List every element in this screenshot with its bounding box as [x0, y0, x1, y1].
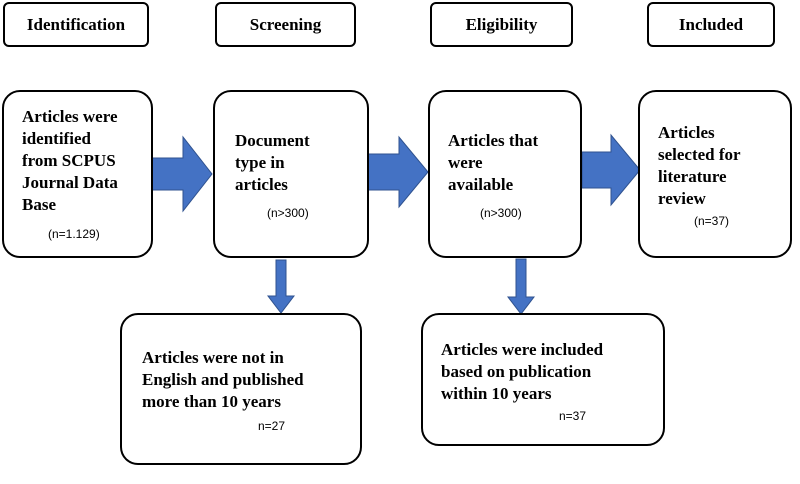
box-identified: Articles were identified from SCPUS Jour… [2, 90, 153, 258]
box-count: (n>300) [480, 206, 522, 220]
box-selected: Articles selected for literature review … [638, 90, 792, 258]
arrow-eligibility-to-included-publication [506, 258, 536, 315]
box-text: Articles were not in English and publish… [142, 348, 304, 411]
stage-included: Included [647, 2, 775, 47]
box-count: n=37 [559, 409, 587, 423]
stage-label: Identification [26, 14, 126, 34]
box-text: Articles selected for literature review [658, 123, 741, 208]
box-count: (n=1.129) [48, 227, 100, 241]
box-text: Document type in articles [235, 131, 310, 194]
arrow-eligibility-to-included [581, 133, 641, 207]
arrow-identified-to-screening [151, 135, 213, 213]
box-available: Articles that were available (n>300) [428, 90, 582, 258]
stage-label: Eligibility [465, 14, 538, 34]
box-text: Articles were included based on publicat… [441, 340, 604, 403]
arrow-screening-to-eligibility [367, 135, 429, 209]
box-count: n=27 [258, 419, 286, 433]
box-included-publication: Articles were included based on publicat… [421, 313, 665, 446]
stage-screening: Screening [215, 2, 356, 47]
stage-identification: Identification [3, 2, 149, 47]
box-excluded-language: Articles were not in English and publish… [120, 313, 362, 465]
stage-label: Included [678, 14, 744, 34]
box-count: (n=37) [694, 214, 730, 228]
stage-label: Screening [249, 14, 322, 34]
stage-eligibility: Eligibility [430, 2, 573, 47]
arrow-screening-to-excluded [266, 259, 296, 314]
box-count: (n>300) [267, 206, 309, 220]
box-text: Articles that were available [448, 131, 539, 194]
box-document-type: Document type in articles (n>300) [213, 90, 369, 258]
box-text: Articles were identified from SCPUS Jour… [22, 107, 118, 214]
